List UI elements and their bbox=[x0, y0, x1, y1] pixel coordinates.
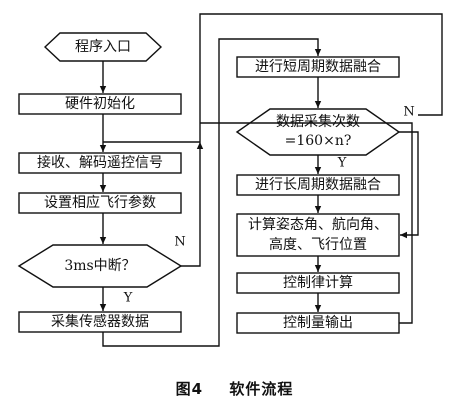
interrupt-yes-label: Y bbox=[123, 291, 133, 306]
long-fusion-label: 进行长周期数据融合 bbox=[255, 177, 381, 193]
control-law-label: 控制律计算 bbox=[283, 275, 353, 291]
figure-number: 图4 bbox=[175, 380, 204, 398]
recv-decode-label: 接收、解码遥控信号 bbox=[37, 154, 163, 171]
start-label: 程序入口 bbox=[75, 39, 131, 55]
set-params-label: 设置相应飞行参数 bbox=[44, 194, 156, 211]
sample-sensors-label: 采集传感器数据 bbox=[51, 313, 149, 330]
hw-init-label: 硬件初始化 bbox=[65, 95, 135, 112]
calc-label-line1: 计算姿态角、航向角、 bbox=[248, 217, 388, 233]
recv-decode-box bbox=[18, 152, 182, 174]
edge-return-loop bbox=[199, 13, 443, 142]
edge-output-return bbox=[200, 122, 413, 324]
start-node bbox=[43, 32, 163, 62]
hw-init-box bbox=[18, 93, 182, 115]
count-yes-label: Y bbox=[337, 156, 347, 171]
edge-interrupt-no-loop bbox=[181, 142, 204, 267]
interrupt-label: 3ms中断？ bbox=[64, 258, 135, 274]
figure-caption: 图4 软件流程 bbox=[0, 378, 469, 399]
short-fusion-label: 进行短周期数据融合 bbox=[255, 59, 381, 75]
edge-sample-to-short bbox=[102, 38, 322, 347]
count-label-line1: 数据采集次数 bbox=[276, 113, 360, 130]
calc-label-line2: 高度、飞行位置 bbox=[269, 236, 367, 253]
count-label-line2: =160×n? bbox=[285, 133, 352, 149]
output-label: 控制量输出 bbox=[283, 315, 353, 331]
set-params-box bbox=[18, 192, 182, 214]
count-no-label: N bbox=[403, 105, 414, 120]
figure-title: 软件流程 bbox=[229, 380, 294, 398]
sample-sensors-box bbox=[18, 311, 182, 333]
interrupt-no-label: N bbox=[174, 235, 185, 250]
edge-count-no bbox=[399, 131, 419, 239]
